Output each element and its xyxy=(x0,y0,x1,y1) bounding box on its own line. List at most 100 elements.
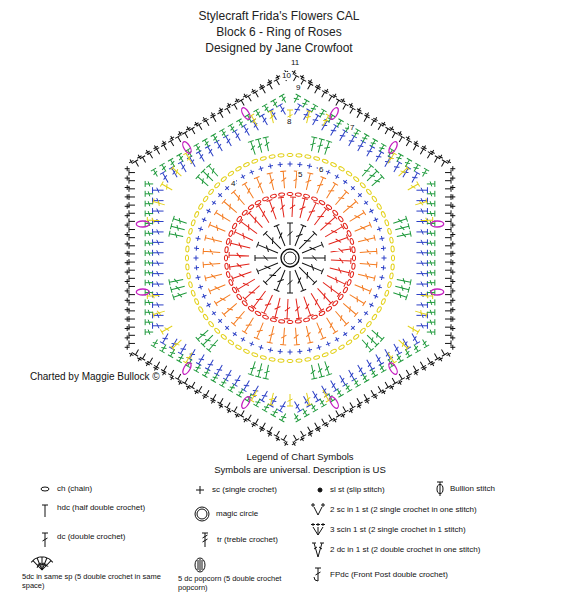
stitch-symbol xyxy=(125,232,130,237)
chain-symbol xyxy=(387,281,392,288)
stitch-symbol xyxy=(125,185,130,190)
stitch-symbol xyxy=(323,88,330,95)
stitch-symbol xyxy=(301,242,324,256)
stitch-symbol xyxy=(325,341,332,348)
stitch-symbol xyxy=(314,176,326,194)
stitch-symbol xyxy=(324,316,338,334)
stitch-symbol xyxy=(413,370,420,377)
chain-symbol xyxy=(269,154,275,158)
stitch-symbol xyxy=(154,360,162,368)
stitch-symbol xyxy=(133,348,141,356)
stitch-symbol xyxy=(315,83,322,90)
stitch-symbol xyxy=(445,308,451,314)
chart-title: Stylecraft Frida's Flowers CAL xyxy=(0,10,561,24)
stitch-symbol xyxy=(328,235,349,247)
stitch-symbol xyxy=(315,286,333,305)
stitch-symbol xyxy=(416,323,427,329)
stitch-symbol xyxy=(248,341,255,348)
stitch-symbol xyxy=(280,171,287,188)
stitch-symbol xyxy=(177,353,186,363)
stitch-symbol xyxy=(310,114,321,127)
stitch-symbol xyxy=(317,109,326,119)
stitch-symbol xyxy=(373,151,384,164)
stitch-symbol xyxy=(309,402,318,412)
chain-symbol xyxy=(319,200,326,206)
stitch-symbol xyxy=(231,190,247,207)
stitch-symbol xyxy=(445,170,451,176)
stitch-symbol xyxy=(202,368,211,378)
chain-symbol xyxy=(262,196,269,201)
chain-symbol xyxy=(224,255,227,261)
stitch-symbol xyxy=(445,332,451,338)
legend-entry: magic circle xyxy=(216,509,306,518)
stitch-symbol xyxy=(125,241,130,246)
chain-symbol xyxy=(391,255,394,261)
stitch-symbol xyxy=(331,92,338,99)
stitch-symbol xyxy=(169,231,184,240)
legend-stroke xyxy=(198,559,202,571)
stitch-symbol xyxy=(232,405,240,413)
stitch-symbol xyxy=(211,134,220,144)
stitch-symbol xyxy=(145,309,153,315)
legend-stroke xyxy=(42,505,48,517)
stitch-symbol xyxy=(342,331,349,338)
stitch-symbol xyxy=(450,194,455,199)
stitch-symbol xyxy=(226,407,233,414)
chain-symbol xyxy=(349,238,354,245)
chain-symbol xyxy=(371,314,377,321)
stitch-symbol xyxy=(168,348,177,358)
chain-symbol xyxy=(181,361,193,375)
stitch-symbol xyxy=(388,125,395,132)
chain-symbol xyxy=(191,290,196,297)
legend-symbol xyxy=(437,482,443,496)
chain-symbol xyxy=(338,294,344,301)
legend-shape xyxy=(195,558,205,572)
stitch-symbol xyxy=(129,316,135,322)
chart-note: Charted by Maggie Bullock © xyxy=(30,371,190,383)
chain-symbol xyxy=(352,255,355,261)
legend-symbol xyxy=(195,507,209,521)
legend-stroke xyxy=(314,568,321,581)
stitch-symbol xyxy=(193,121,200,128)
stitch-symbol xyxy=(292,412,301,422)
stitch-symbol xyxy=(152,365,159,372)
stitch-symbol xyxy=(263,364,272,379)
stitch-symbol xyxy=(334,173,341,180)
stitch-symbol xyxy=(125,298,130,303)
legend-stroke xyxy=(40,559,53,572)
stitch-symbol xyxy=(303,255,325,261)
stitch-symbol xyxy=(129,202,135,208)
stitch-symbol xyxy=(189,127,197,135)
stitch-symbol xyxy=(194,256,199,261)
chain-symbol xyxy=(360,328,367,335)
stitch-symbol xyxy=(381,245,386,250)
stitch-symbol xyxy=(129,235,135,241)
chain-symbol xyxy=(248,306,255,312)
stitch-symbol xyxy=(259,389,270,402)
stitch-symbol xyxy=(178,343,189,356)
stitch-symbol xyxy=(312,421,320,429)
chain-symbol xyxy=(387,361,399,375)
stitch-symbol xyxy=(305,202,319,223)
stitch-symbol xyxy=(416,260,427,266)
stitch-symbol xyxy=(287,223,293,245)
stitch-symbol xyxy=(343,382,352,392)
stitch-symbol xyxy=(153,281,164,287)
chain-symbol xyxy=(220,334,227,340)
chain-symbol xyxy=(343,223,349,230)
stitch-symbol xyxy=(228,124,237,134)
legend-stroke xyxy=(311,503,325,515)
stitch-symbol xyxy=(240,173,247,180)
stitch-symbol xyxy=(214,363,225,376)
stitch-symbol xyxy=(309,104,318,114)
stitch-symbol xyxy=(315,363,324,378)
stitch-symbol xyxy=(236,387,245,397)
chain-symbol xyxy=(347,279,352,286)
stitch-symbol xyxy=(298,429,306,437)
stitch-symbol xyxy=(197,226,203,232)
stitch-symbol xyxy=(301,296,313,317)
stitch-symbol xyxy=(380,121,387,128)
stitch-symbol xyxy=(390,131,398,139)
stitch-symbol xyxy=(368,208,375,215)
stitch-symbol xyxy=(293,298,302,319)
